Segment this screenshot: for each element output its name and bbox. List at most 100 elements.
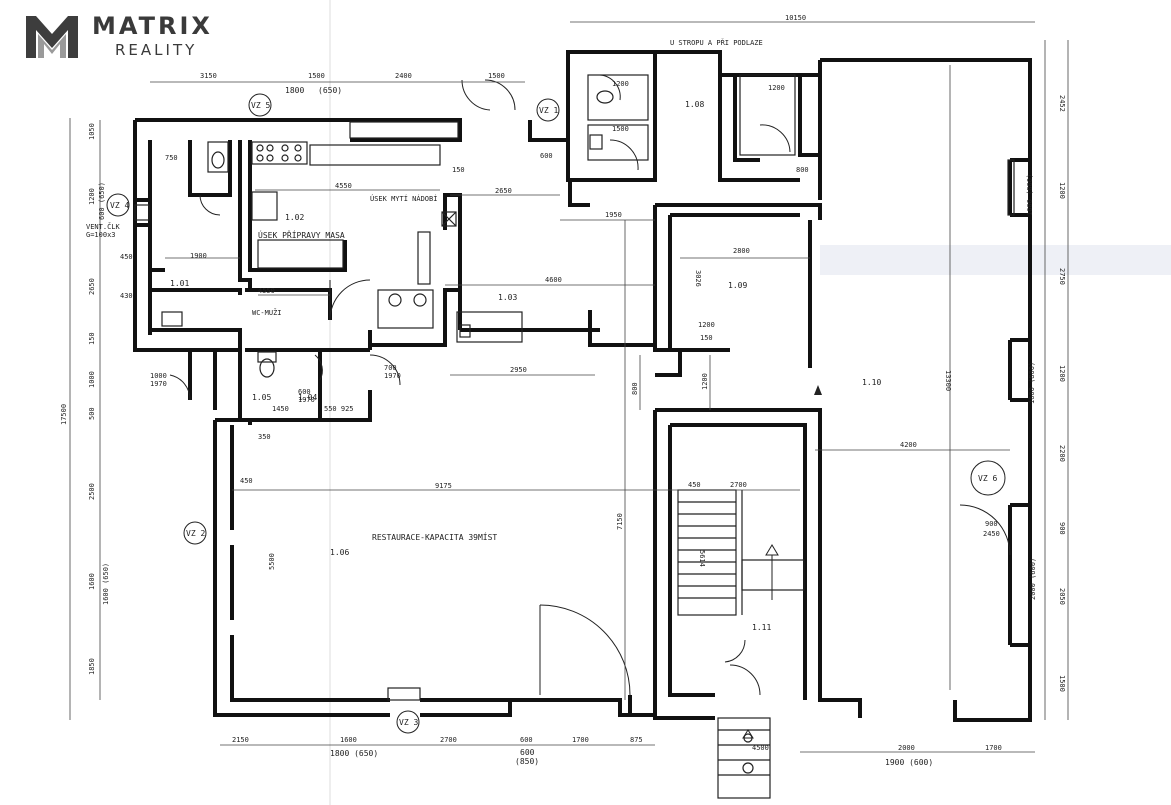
dim: 1000 xyxy=(150,372,167,380)
dim: 1500 xyxy=(612,125,629,133)
dim: (850) xyxy=(515,757,539,766)
dim: 4500 xyxy=(752,744,769,752)
dim: 1200 xyxy=(612,80,629,88)
dim: 1800 xyxy=(285,86,304,95)
dim: 1850 xyxy=(88,658,96,675)
dim: 4550 xyxy=(335,182,352,190)
room-1-03: 1.03 xyxy=(498,293,517,302)
dim: 1600 (800) xyxy=(1028,362,1036,404)
dim: 2800 xyxy=(733,247,750,255)
doors xyxy=(169,74,1011,696)
dim: 450 xyxy=(688,481,701,489)
dim: 150 xyxy=(88,332,96,345)
vz3-marker xyxy=(396,710,420,734)
dim: 500 xyxy=(88,407,96,420)
room-1-09: 1.09 xyxy=(728,281,747,290)
dim: 3150 xyxy=(200,72,217,80)
dim: 1200 xyxy=(1058,182,1066,199)
dim: 1900 (600) xyxy=(885,758,933,767)
dim: 550 925 xyxy=(324,405,354,413)
dim: 2650 xyxy=(495,187,512,195)
up-arrow-icon xyxy=(814,385,822,395)
dim: 1700 xyxy=(572,736,589,744)
room-1-06: 1.06 xyxy=(330,548,349,557)
paper-fold xyxy=(820,245,1171,275)
dim: 450 xyxy=(240,477,253,485)
room-1-02: 1.02 xyxy=(285,213,304,222)
dim: 1970 xyxy=(298,396,315,404)
vz6-label: VZ 6 xyxy=(978,474,997,483)
dim: 150 xyxy=(452,166,465,174)
dim: 750 xyxy=(165,154,178,162)
dim: 2452 xyxy=(1058,95,1066,112)
dim: 800 xyxy=(631,382,639,395)
dim: 2700 xyxy=(730,481,747,489)
dim: 1900 xyxy=(190,252,207,260)
dim: 600 xyxy=(520,736,533,744)
dim: 1600 xyxy=(88,573,96,590)
dim: 17500 xyxy=(60,404,68,425)
dim: 2200 xyxy=(1058,445,1066,462)
dim: 2000 (600) xyxy=(1029,558,1037,600)
label-u-stropu: U STROPU A PŘI PODLAZE xyxy=(670,38,763,47)
dim: 1200 xyxy=(698,321,715,329)
dim: 1000 xyxy=(88,371,96,388)
room-1-04: 1.04 xyxy=(298,393,317,402)
vz2-marker xyxy=(183,521,207,545)
walls xyxy=(133,50,1032,722)
dim: 2400 xyxy=(395,72,412,80)
dim: 4200 xyxy=(900,441,917,449)
dim: 1200 xyxy=(88,188,96,205)
dim: 2750 xyxy=(1058,268,1066,285)
dim: 600 (650) xyxy=(98,182,106,220)
dim: 2150 xyxy=(232,736,249,744)
dim: 350 xyxy=(258,433,271,441)
dim: 2050 xyxy=(1058,588,1066,605)
dim: 1600 (650) xyxy=(102,563,110,605)
room-1-08: 1.08 xyxy=(685,100,704,109)
vz4-marker xyxy=(106,193,130,217)
label-vent: VENT.ČLK xyxy=(86,222,121,231)
dim: 1050 xyxy=(88,123,96,140)
fixtures xyxy=(134,74,1015,799)
stair-arrow-icon xyxy=(765,544,779,556)
vz1-label: VZ 1 xyxy=(539,106,558,115)
room-1-10: 1.10 xyxy=(862,378,881,387)
dim: 1700 xyxy=(985,744,1002,752)
dim: 600 xyxy=(520,748,535,757)
dim: 2450 xyxy=(983,530,1000,538)
matrix-reality-logo xyxy=(24,12,234,62)
dim: 2000 xyxy=(898,744,915,752)
dim: 600 xyxy=(540,152,553,160)
dim: 2700 xyxy=(440,736,457,744)
dim: 1500 xyxy=(308,72,325,80)
vz1-marker xyxy=(536,98,560,122)
dim: 150 xyxy=(700,334,713,342)
room-1-01: 1.01 xyxy=(170,279,189,288)
dim: 875 xyxy=(630,736,643,744)
stair-arrow-icon xyxy=(742,729,754,739)
vz6-marker xyxy=(970,460,1006,496)
vz4-label: VZ 4 xyxy=(110,201,129,210)
room-1-11: 1.11 xyxy=(752,623,771,632)
dim: 13300 xyxy=(944,370,952,391)
dim: 1450 xyxy=(272,405,289,413)
dim: (650) xyxy=(318,86,342,95)
dim: 430 xyxy=(120,292,133,300)
dim: 1500 xyxy=(1058,675,1066,692)
dim: 4550 xyxy=(258,287,275,295)
dim: 1500 xyxy=(488,72,505,80)
vz3-label: VZ 3 xyxy=(399,718,418,727)
dim: 5500 xyxy=(268,553,276,570)
dim: 10150 xyxy=(785,14,806,22)
label-usek-pripravy-masa: ÚSEK PŘÍPRAVY MASA xyxy=(258,229,345,240)
dim: 450 xyxy=(120,253,133,261)
dim: 5614 xyxy=(698,550,706,567)
dim: 900 xyxy=(1058,522,1066,535)
dim: 1200 xyxy=(1058,365,1066,382)
label-restaurace: RESTAURACE-KAPACITA 39MÍST xyxy=(372,531,497,542)
dim: 600 xyxy=(298,388,311,396)
dim: 4600 xyxy=(545,276,562,284)
matrix-logo-icon xyxy=(26,16,78,58)
